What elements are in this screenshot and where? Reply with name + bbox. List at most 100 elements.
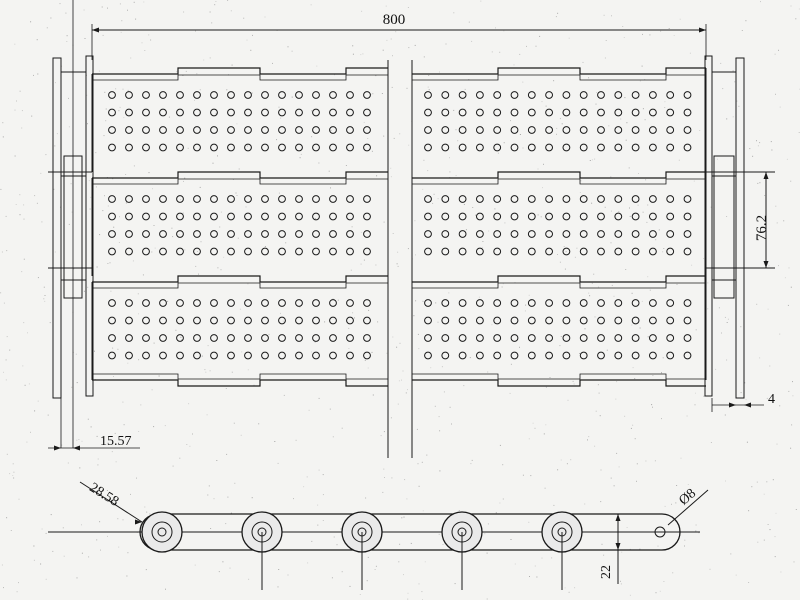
speckle-dot <box>437 321 439 323</box>
speckle-dot <box>543 433 545 435</box>
perforation-hole <box>329 351 337 360</box>
speckle-dot <box>780 571 782 573</box>
perforation-hole <box>545 195 553 203</box>
speckle-dot <box>87 286 89 288</box>
perforation-hole <box>614 247 623 256</box>
perforation-hole <box>312 108 320 117</box>
speckle-dot <box>422 300 424 302</box>
perforation-hole <box>363 212 371 221</box>
perforation-hole <box>545 230 553 238</box>
speckle-dot <box>553 504 555 506</box>
speckle-dot <box>381 93 383 94</box>
speckle-dot <box>138 431 140 432</box>
speckle-dot <box>732 116 734 118</box>
speckle-dot <box>142 274 144 276</box>
plate-rail-inner <box>412 282 706 289</box>
speckle-dot <box>717 158 718 160</box>
speckle-dot <box>90 426 92 428</box>
speckle-dot <box>695 329 697 331</box>
speckle-dot <box>164 425 166 427</box>
speckle-dot <box>655 239 657 241</box>
perforation-hole <box>295 143 303 152</box>
perforation-hole <box>193 230 201 238</box>
perforation-hole <box>631 299 640 307</box>
speckle-dot <box>33 74 34 76</box>
perforation-hole <box>346 299 354 307</box>
perforation-hole <box>597 230 605 238</box>
speckle-dot <box>620 118 622 120</box>
speckle-dot <box>746 441 748 443</box>
speckle-dot <box>50 514 52 516</box>
speckle-dot <box>589 160 591 161</box>
perforation-hole <box>683 143 692 152</box>
speckle-dot <box>684 539 686 541</box>
speckle-dot <box>601 543 603 545</box>
speckle-dot <box>5 215 7 217</box>
speckle-dot <box>623 37 625 38</box>
speckle-dot <box>6 517 8 519</box>
speckle-dot <box>276 139 277 141</box>
speckle-dot <box>45 154 47 156</box>
speckle-dot <box>695 530 697 532</box>
speckle-dot <box>528 438 530 440</box>
perforation-hole <box>295 299 303 307</box>
perforation-hole <box>346 230 354 238</box>
speckle-dot <box>119 106 121 108</box>
perforation-hole <box>510 316 519 325</box>
dimension-lines <box>48 24 769 584</box>
speckle-dot <box>88 556 90 558</box>
plate-rail-inner <box>412 74 706 81</box>
perforation-hole <box>125 230 133 238</box>
speckle-dot <box>217 155 218 157</box>
speckle-dot <box>391 477 393 479</box>
speckle-dot <box>471 459 473 461</box>
speckle-dot <box>553 80 555 82</box>
perforation-hole <box>510 351 519 360</box>
speckle-dot <box>68 223 70 225</box>
speckle-dot <box>726 216 728 217</box>
plate-bottom-rail-inner <box>92 373 388 380</box>
perforation-hole <box>159 247 167 256</box>
speckle-dot <box>555 16 557 18</box>
speckle-dot <box>707 308 709 310</box>
speckle-dot <box>100 549 101 551</box>
speckle-dot <box>361 10 363 12</box>
speckle-dot <box>790 5 792 7</box>
perforation-hole <box>597 334 605 342</box>
perforation-hole <box>562 91 571 99</box>
perforation-hole <box>142 230 150 238</box>
speckle-dot <box>19 90 21 92</box>
speckle-dot <box>18 582 19 584</box>
speckle-dot <box>644 119 646 121</box>
perforation-hole <box>261 212 269 221</box>
speckle-dot <box>226 89 228 91</box>
perforation-hole <box>261 247 269 256</box>
perforation-hole <box>424 91 432 99</box>
perforation-hole <box>295 195 303 203</box>
perforation-hole <box>597 299 605 307</box>
speckle-dot <box>36 39 38 41</box>
speckle-dot <box>616 452 618 454</box>
speckle-dot <box>453 109 455 111</box>
speckle-dot <box>588 292 590 294</box>
speckle-dot <box>595 410 597 412</box>
speckle-dot <box>118 546 120 548</box>
speckle-dot <box>503 142 505 144</box>
perforation-hole <box>649 299 657 307</box>
perforation-hole <box>597 108 605 117</box>
speckle-dot <box>207 345 209 347</box>
speckle-dot <box>46 27 48 29</box>
speckle-dot <box>362 53 364 55</box>
perforation-hole <box>510 143 519 152</box>
perforation-hole <box>278 126 286 134</box>
perforation-hole <box>424 247 432 256</box>
speckle-dot <box>140 404 142 406</box>
perforation-hole <box>176 212 184 221</box>
perforation-hole <box>562 316 571 325</box>
speckle-dot <box>540 216 542 218</box>
speckle-dot <box>196 73 198 75</box>
speckle-dot <box>605 40 607 41</box>
speckle-dot <box>689 52 691 54</box>
speckle-dot <box>786 158 788 160</box>
